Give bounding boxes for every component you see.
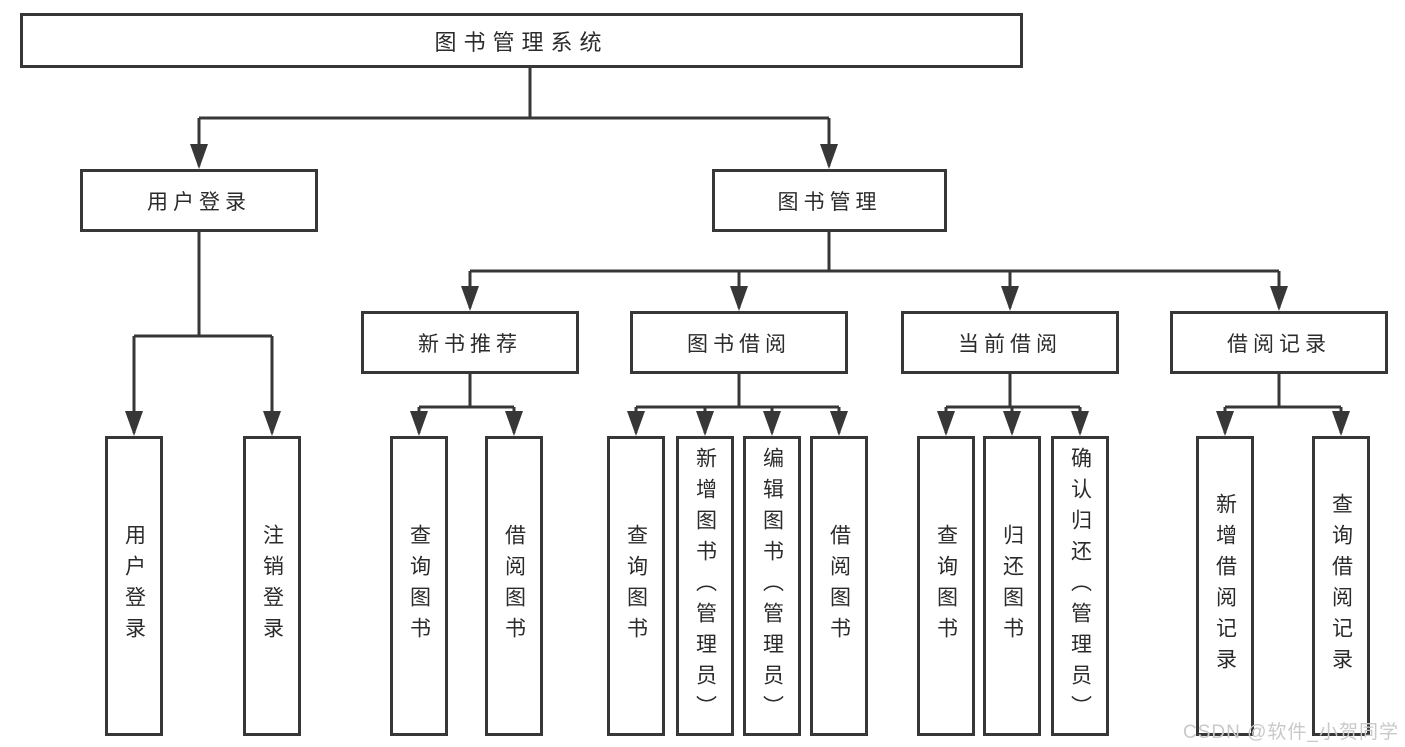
leaf-newbooks-borrow-books-label: 借阅图书 bbox=[502, 524, 526, 648]
leaf-newbooks-query-books: 查询图书 bbox=[390, 436, 448, 736]
leaf-borrowing-edit-books-admin: 编辑图书（管理员） bbox=[743, 436, 801, 736]
leaf-borrowing-add-books-admin: 新增图书（管理员） bbox=[676, 436, 734, 736]
leaf-borrowing-borrow-books: 借阅图书 bbox=[810, 436, 868, 736]
leaf-current-query-books: 查询图书 bbox=[917, 436, 975, 736]
node-borrowing-records: 借阅记录 bbox=[1170, 311, 1388, 374]
leaf-borrowing-add-books-admin-label: 新增图书（管理员） bbox=[693, 446, 717, 726]
node-library-management-system: 图书管理系统 bbox=[20, 13, 1023, 68]
leaf-current-query-books-label: 查询图书 bbox=[934, 524, 958, 648]
leaf-borrowing-query-books: 查询图书 bbox=[607, 436, 665, 736]
leaf-user-login-label: 用户登录 bbox=[122, 524, 146, 648]
node-user-login: 用户登录 bbox=[80, 169, 318, 232]
leaf-current-confirm-return-admin: 确认归还（管理员） bbox=[1051, 436, 1109, 736]
leaf-logout-login-label: 注销登录 bbox=[260, 524, 284, 648]
leaf-current-confirm-return-admin-label: 确认归还（管理员） bbox=[1068, 446, 1092, 726]
csdn-watermark: CSDN @软件_小贺同学 bbox=[1183, 722, 1399, 743]
leaf-borrowing-borrow-books-label: 借阅图书 bbox=[827, 524, 851, 648]
node-current-borrowing: 当前借阅 bbox=[901, 311, 1119, 374]
leaf-records-add-borrow-record: 新增借阅记录 bbox=[1196, 436, 1254, 736]
leaf-borrowing-query-books-label: 查询图书 bbox=[624, 524, 648, 648]
leaf-current-return-books-label: 归还图书 bbox=[1000, 524, 1024, 648]
leaf-user-login: 用户登录 bbox=[105, 436, 163, 736]
leaf-newbooks-query-books-label: 查询图书 bbox=[407, 524, 431, 648]
leaf-records-query-borrow-record: 查询借阅记录 bbox=[1312, 436, 1370, 736]
node-book-borrowing: 图书借阅 bbox=[630, 311, 848, 374]
node-new-book-recommend: 新书推荐 bbox=[361, 311, 579, 374]
leaf-records-add-borrow-record-label: 新增借阅记录 bbox=[1213, 493, 1237, 679]
leaf-logout-login: 注销登录 bbox=[243, 436, 301, 736]
node-book-management: 图书管理 bbox=[712, 169, 947, 232]
leaf-borrowing-edit-books-admin-label: 编辑图书（管理员） bbox=[760, 446, 784, 726]
leaf-newbooks-borrow-books: 借阅图书 bbox=[485, 436, 543, 736]
leaf-records-query-borrow-record-label: 查询借阅记录 bbox=[1329, 493, 1353, 679]
leaf-current-return-books: 归还图书 bbox=[983, 436, 1041, 736]
